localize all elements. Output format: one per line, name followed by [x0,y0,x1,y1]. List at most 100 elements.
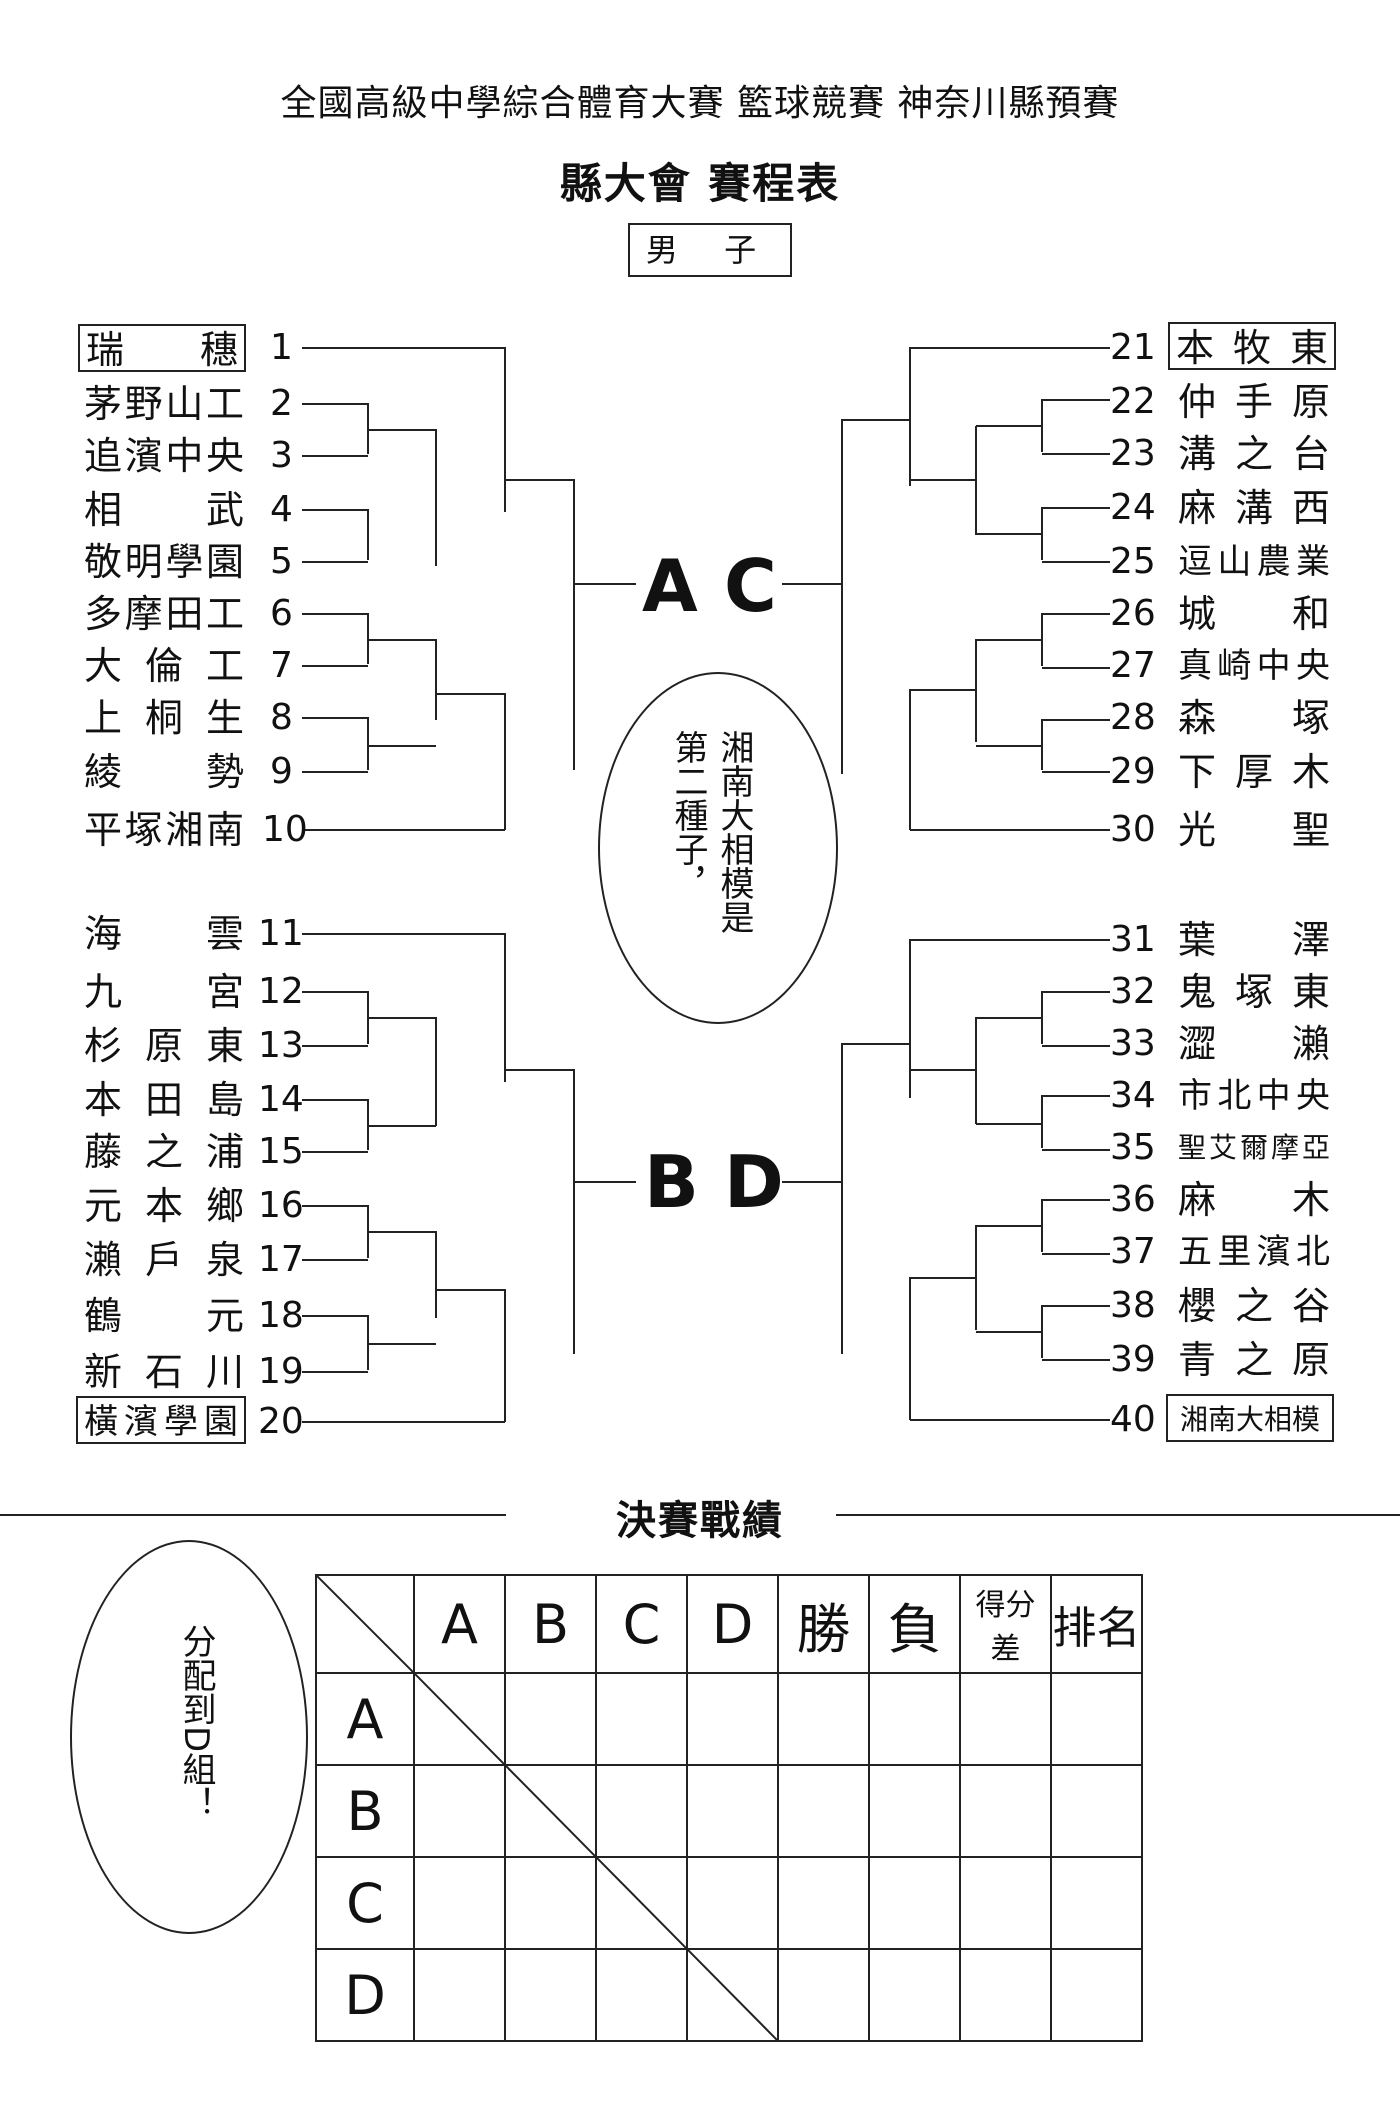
column-header: 得分差 [959,1574,1052,1674]
result-cell [504,1948,597,2042]
corner-cell [315,1574,415,1674]
team-name: 瑞 穗 [78,324,246,372]
team-name: 湘南大相模 [1166,1394,1334,1442]
bracket-line [302,933,506,1082]
team-number: 13 [258,1025,304,1066]
speech-bubble [70,1540,308,1934]
bubble-text: 第二種子， [668,730,708,900]
team-name: 櫻之谷 [1178,1284,1330,1328]
team-number: 21 [1110,327,1156,368]
bracket-line [436,693,506,830]
diagonal-line [506,1766,595,1856]
bracket-line [368,429,437,566]
team-name: 瀨戶泉 [84,1238,244,1282]
diagonal-line [597,1858,686,1948]
diagonal-cell [595,1856,688,1950]
team-number: 17 [258,1239,304,1280]
group-a-label: A [642,544,698,628]
bubble-text: 分配到D組！ [176,1624,216,1821]
bracket-line [909,689,976,830]
bracket-line [1041,719,1110,770]
team-name: 聖艾爾摩亞 [1178,1131,1330,1164]
column-header: C [595,1574,688,1674]
team-name: 溝之台 [1178,432,1330,476]
team-name: 杉原東 [84,1024,244,1068]
bracket-lines [302,347,1110,1423]
team-number: 14 [258,1079,304,1120]
team-name: 橫濱學園 [76,1396,246,1444]
bracket-line [975,639,1042,742]
bracket-line [368,1017,437,1126]
result-cell [959,1948,1052,2042]
team-number: 28 [1110,697,1156,738]
team-name: 麻 木 [1178,1178,1331,1222]
row-header: B [315,1764,415,1858]
team-name: 上桐生 [84,696,244,740]
team-number: 10 [262,809,308,850]
team-name: 平塚湘南 [84,808,244,852]
team-name: 真崎中央 [1178,646,1330,686]
team-number: 25 [1110,541,1156,582]
bracket-line [302,1315,369,1370]
bracket-line [1041,507,1110,560]
result-cell [686,1856,779,1950]
team-number: 11 [258,913,304,954]
column-header: 負 [868,1574,961,1674]
result-cell [1050,1948,1143,2042]
team-number: 18 [258,1295,304,1336]
team-number: 40 [1110,1399,1156,1440]
team-number: 22 [1110,381,1156,422]
team-name: 相 武 [84,488,244,532]
team-number: 37 [1110,1231,1156,1272]
bracket-line [302,717,369,770]
team-name: 光 聖 [1178,808,1331,852]
team-name: 麻溝西 [1178,486,1330,530]
column-header: 勝 [777,1574,870,1674]
team-number: 30 [1110,809,1156,850]
team-number: 9 [270,751,293,792]
team-name: 葉 澤 [1178,918,1331,962]
team-name: 追濱中央 [84,434,244,478]
team-name: 鬼塚東 [1178,970,1330,1014]
bracket-line [302,347,506,512]
result-cell [504,1672,597,1766]
gender-label: 男 子 [628,223,792,277]
column-header: A [413,1574,506,1674]
diagonal-line [688,1950,777,2040]
team-name: 逗山農業 [1178,542,1330,582]
result-cell [413,1764,506,1858]
team-number: 16 [258,1185,304,1226]
team-name: 五里濱北 [1178,1232,1330,1272]
team-name: 九 宮 [84,970,244,1014]
row-header: D [315,1948,415,2042]
result-cell [504,1856,597,1950]
team-number: 12 [258,971,304,1012]
diagonal-line [415,1674,504,1764]
group-c-label: C [724,544,777,628]
bracket-line [302,991,369,1044]
column-header: 排名 [1050,1574,1143,1674]
team-number: 6 [270,593,293,634]
bracket-line [505,1069,575,1354]
result-cell [1050,1672,1143,1766]
team-name: 澀 瀨 [1178,1022,1331,1066]
team-name: 森 塚 [1178,696,1331,740]
team-name: 市北中央 [1178,1076,1330,1116]
result-cell [868,1948,961,2042]
team-name: 大倫工 [84,644,244,688]
team-number: 34 [1110,1075,1156,1116]
bracket-line [1041,1305,1110,1358]
bubble-text: 湘南大相模是 [714,730,754,934]
team-number: 35 [1110,1127,1156,1168]
group-d-label: D [724,1140,784,1224]
bracket-line [368,1231,437,1318]
team-name: 海 雲 [84,912,244,956]
result-cell [595,1672,688,1766]
team-number: 26 [1110,593,1156,634]
bracket-line [975,426,1042,535]
column-header: B [504,1574,597,1674]
team-name: 元本鄉 [84,1184,244,1228]
team-number: 39 [1110,1339,1156,1380]
team-number: 2 [270,383,293,424]
team-name: 城 和 [1178,592,1331,636]
